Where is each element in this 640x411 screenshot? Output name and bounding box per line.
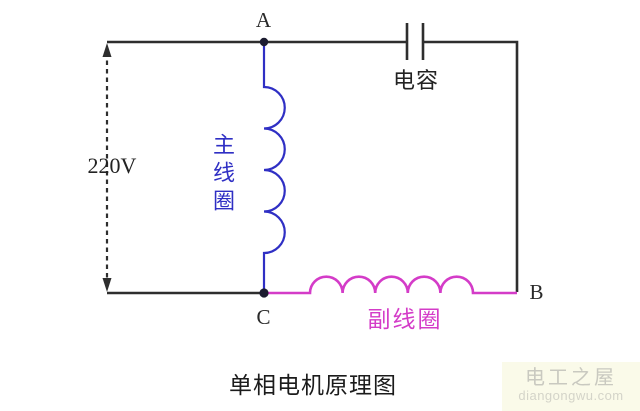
watermark-site-name: 电工之屋	[525, 367, 617, 389]
watermark-site-url: diangongwu.com	[518, 388, 624, 403]
diagram-title: 单相电机原理图	[229, 373, 397, 398]
wire-top-right-and-right-side	[423, 40, 519, 292]
node-a-label: A	[255, 8, 273, 32]
aux-coil-label: 副线圈	[367, 307, 443, 332]
node-a-dot	[259, 37, 269, 47]
node-c-dot	[259, 288, 269, 298]
aux-coil-symbol	[264, 275, 517, 295]
main-coil-symbol	[262, 42, 286, 293]
node-b-label: B	[529, 280, 545, 304]
arrow-down-icon	[102, 278, 112, 292]
node-c-label: C	[256, 305, 272, 329]
watermark: 电工之屋 diangongwu.com	[502, 362, 640, 411]
arrow-up-icon	[102, 43, 112, 57]
capacitor-label: 电容	[392, 68, 440, 93]
voltage-label: 220V	[87, 153, 137, 178]
capacitor-symbol	[405, 23, 425, 60]
main-coil-label: 主线圈	[210, 133, 235, 217]
